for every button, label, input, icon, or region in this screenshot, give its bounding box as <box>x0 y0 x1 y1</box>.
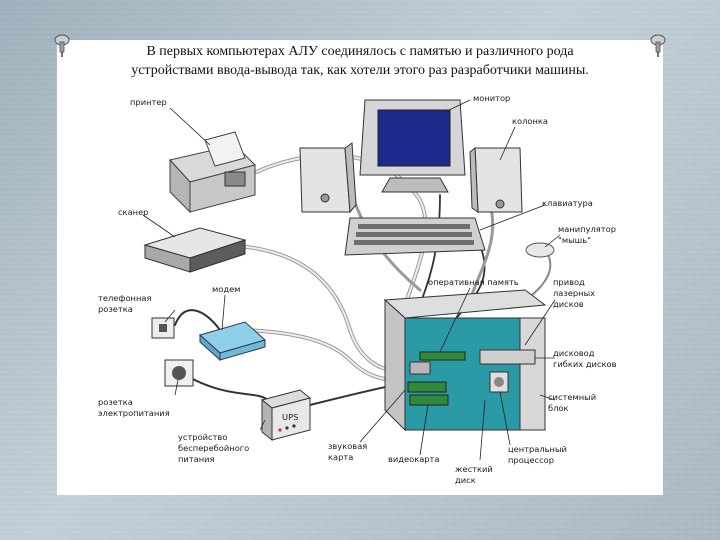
label-sound-2: карта <box>328 452 353 462</box>
label-power-1: розетка <box>98 397 133 407</box>
label-monitor: монитор <box>473 93 510 103</box>
ups-badge: UPS <box>282 412 298 422</box>
printer-icon <box>169 131 256 214</box>
label-mouse-2: "мышь" <box>558 235 591 245</box>
label-hdd-1: жесткий <box>455 464 493 474</box>
label-floppy-2: гибких дисков <box>553 359 617 369</box>
modem-icon <box>198 321 267 362</box>
video-card <box>409 394 449 406</box>
speaker-left-icon <box>299 142 357 214</box>
label-ups-1: устройство <box>178 432 227 442</box>
monitor-icon <box>359 99 466 193</box>
keyboard-icon <box>344 217 486 256</box>
power-socket-icon <box>164 359 194 387</box>
label-sound-1: звуковая <box>328 441 367 451</box>
label-ups-2: бесперебойного <box>178 443 249 453</box>
leader-lines <box>142 99 561 461</box>
slide-card <box>57 40 663 495</box>
sound-card <box>407 381 447 393</box>
pushpin-right-icon <box>650 34 666 57</box>
label-cd-1: привод <box>553 277 585 287</box>
label-sysunit-2: блок <box>548 403 569 413</box>
caption-line-2: устройствами ввода-вывода так, как хотел… <box>131 63 589 78</box>
system-unit-icon <box>383 289 547 432</box>
label-video: видеокарта <box>388 454 439 464</box>
pushpin-left-icon <box>54 34 70 57</box>
label-sysunit-1: системный <box>548 392 596 402</box>
scanner-icon <box>143 227 247 273</box>
label-cd-3: дисков <box>553 299 584 309</box>
ups-icon: UPS <box>260 389 312 442</box>
caption-line-1: В первых компьютерах АЛУ соединялось с п… <box>146 44 574 59</box>
label-printer: принтер <box>130 97 167 107</box>
label-hdd-2: диск <box>455 475 476 485</box>
label-modem: модем <box>212 284 240 294</box>
speaker-right-icon <box>469 146 523 213</box>
label-scanner: сканер <box>118 207 148 217</box>
label-phone-2: розетка <box>98 304 133 314</box>
label-mouse-1: манипулятор <box>558 224 616 234</box>
label-keyboard: клавиатура <box>542 198 593 208</box>
label-ram: оперативная память <box>428 277 519 287</box>
ram-module <box>419 351 466 361</box>
label-power-2: электропитания <box>98 408 170 418</box>
label-cpu-2: процессор <box>508 455 554 465</box>
label-phone-1: телефонная <box>98 293 151 303</box>
mouse-icon <box>525 242 555 258</box>
monitor-screen <box>377 109 451 167</box>
phone-socket-icon <box>151 317 175 339</box>
label-cpu-1: центральный <box>508 444 567 454</box>
label-floppy-1: дисковод <box>553 348 595 358</box>
label-cd-2: лазерных <box>553 288 595 298</box>
label-speaker: колонка <box>512 116 548 126</box>
slide-caption: В первых компьютерах АЛУ соединялось с п… <box>58 42 662 80</box>
label-ups-3: питания <box>178 454 215 464</box>
